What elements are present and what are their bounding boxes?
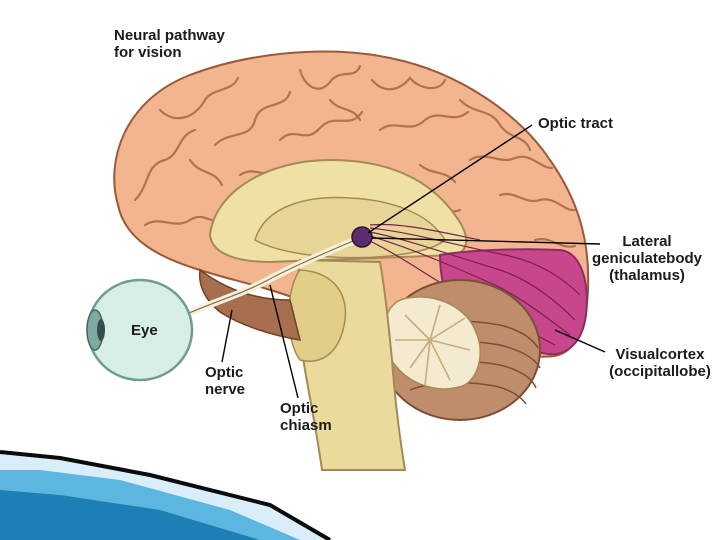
- optic-nerve-line2: nerve: [205, 381, 245, 398]
- lateral-geniculate-label: Lateral geniculatebody (thalamus): [586, 233, 708, 284]
- lgn-line3: (thalamus): [586, 267, 708, 284]
- eye-label: Eye: [131, 322, 158, 339]
- eye-lens: [97, 319, 105, 341]
- visual-cortex-line1: Visualcortex: [600, 346, 720, 363]
- optic-nerve-leader: [222, 310, 232, 362]
- optic-tract-label: Optic tract: [538, 115, 613, 132]
- slide-stripe: [0, 452, 330, 540]
- lgn-line2: geniculatebody: [586, 250, 708, 267]
- title-line1: Neural pathway: [114, 27, 225, 44]
- optic-chiasm-line1: Optic: [280, 400, 332, 417]
- optic-chiasm-line2: chiasm: [280, 417, 332, 434]
- optic-chiasm-label: Optic chiasm: [280, 400, 332, 434]
- lateral-geniculate-body: [352, 227, 372, 247]
- optic-nerve-label: Optic nerve: [205, 364, 245, 398]
- diagram-title: Neural pathway for vision: [114, 27, 225, 61]
- title-line2: for vision: [114, 44, 225, 61]
- lgn-line1: Lateral: [586, 233, 708, 250]
- visual-cortex-label: Visualcortex (occipitallobe): [600, 346, 720, 380]
- visual-cortex-line2: (occipitallobe): [600, 363, 720, 380]
- optic-nerve-line1: Optic: [205, 364, 245, 381]
